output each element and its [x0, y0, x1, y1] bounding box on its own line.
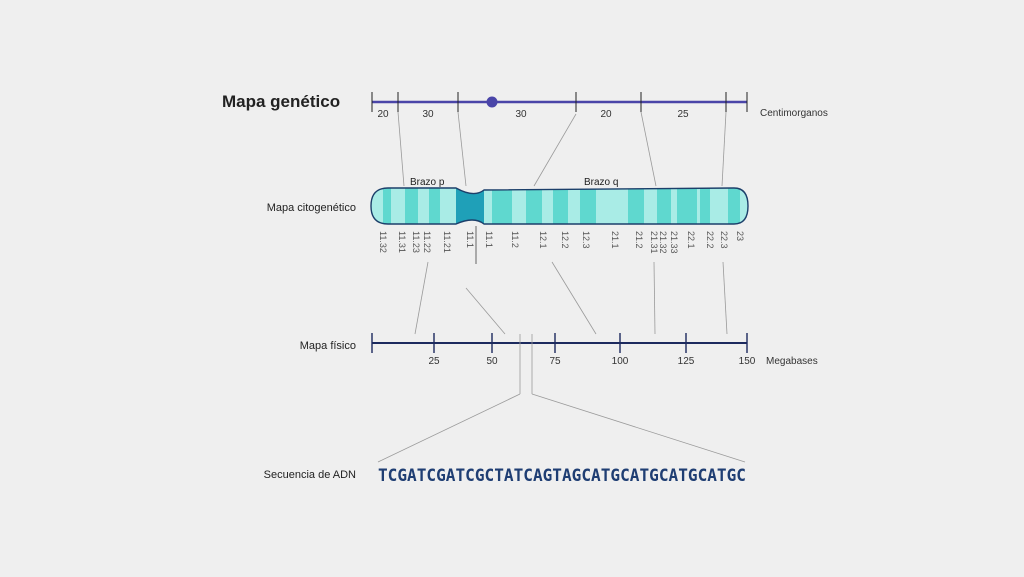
- chromosome-band: [728, 188, 740, 224]
- chromosome-band: [580, 188, 596, 224]
- dna-sequence: TCGATCGATCGCTATCAGTAGCATGCATGCATGCATGC: [378, 466, 746, 486]
- guide-lines-dna: [377, 334, 746, 463]
- dna-title: Secuencia de ADN: [264, 469, 356, 481]
- tick-label: 150: [739, 356, 756, 367]
- band-label: 21.31: [649, 231, 659, 254]
- physical-map-tick-labels: 25 50 75 100 125 150: [428, 356, 755, 367]
- tick-label: 100: [612, 356, 629, 367]
- band-label: 11.1: [484, 231, 494, 248]
- chromosome-band: [383, 188, 391, 224]
- chromosome-band: [628, 188, 644, 224]
- physical-map-unit: Megabases: [766, 356, 818, 367]
- band-label: 11.23: [411, 231, 421, 253]
- band-label: 12.2: [560, 231, 570, 249]
- segment-label: 20: [377, 109, 389, 120]
- segment-label: 20: [600, 109, 612, 120]
- band-label: 11.31: [397, 231, 407, 253]
- chromosome-band: [429, 188, 440, 224]
- band-label: 12.3: [581, 231, 591, 249]
- band-label: 11.21: [442, 231, 452, 253]
- guide-lines-genetic: [397, 111, 727, 187]
- band-label: 11.1: [465, 231, 475, 248]
- physical-map-title: Mapa físico: [300, 340, 356, 352]
- chromosome-band: [677, 188, 697, 224]
- tick-label: 50: [486, 356, 498, 367]
- chromosome-band: [553, 188, 568, 224]
- band-label: 11.2: [510, 231, 520, 248]
- guide-lines-cyto: [414, 261, 728, 335]
- band-label: 21.33: [669, 231, 679, 254]
- chromosome-band: [526, 188, 542, 224]
- chromosome: [370, 187, 749, 225]
- arm-q-label: Brazo q: [584, 177, 618, 188]
- genetic-map-unit: Centimorganos: [760, 108, 828, 119]
- band-label: 23: [735, 231, 745, 241]
- cyto-map-title: Mapa citogenético: [267, 202, 356, 214]
- band-label: 21.1: [610, 231, 620, 249]
- band-label: 21.2: [634, 231, 644, 249]
- chromosome-band: [700, 188, 710, 224]
- segment-label: 25: [677, 109, 689, 120]
- chromosome-band: [405, 188, 418, 224]
- band-label: 22.1: [686, 231, 696, 249]
- band-label: 22.2: [705, 231, 715, 249]
- tick-label: 25: [428, 356, 440, 367]
- physical-map-ticks: [371, 333, 748, 353]
- segment-label: 30: [515, 109, 527, 120]
- chromosome-band: [657, 188, 671, 224]
- band-label: 22.3: [719, 231, 729, 249]
- band-label: 11.32: [378, 231, 388, 253]
- band-label: 21.32: [658, 231, 668, 254]
- centromere-marker: [486, 96, 498, 108]
- genetic-map-segment-labels: 20 30 30 20 25: [377, 109, 689, 120]
- genetic-map-title: Mapa genético: [222, 92, 340, 111]
- tick-label: 75: [549, 356, 561, 367]
- band-label: 11.22: [422, 231, 432, 253]
- arm-p-label: Brazo p: [410, 177, 445, 188]
- chromosome-band: [492, 188, 512, 224]
- segment-label: 30: [422, 109, 434, 120]
- band-label: 12.1: [538, 231, 548, 249]
- genetic-map-ticks: [371, 92, 748, 112]
- tick-label: 125: [678, 356, 695, 367]
